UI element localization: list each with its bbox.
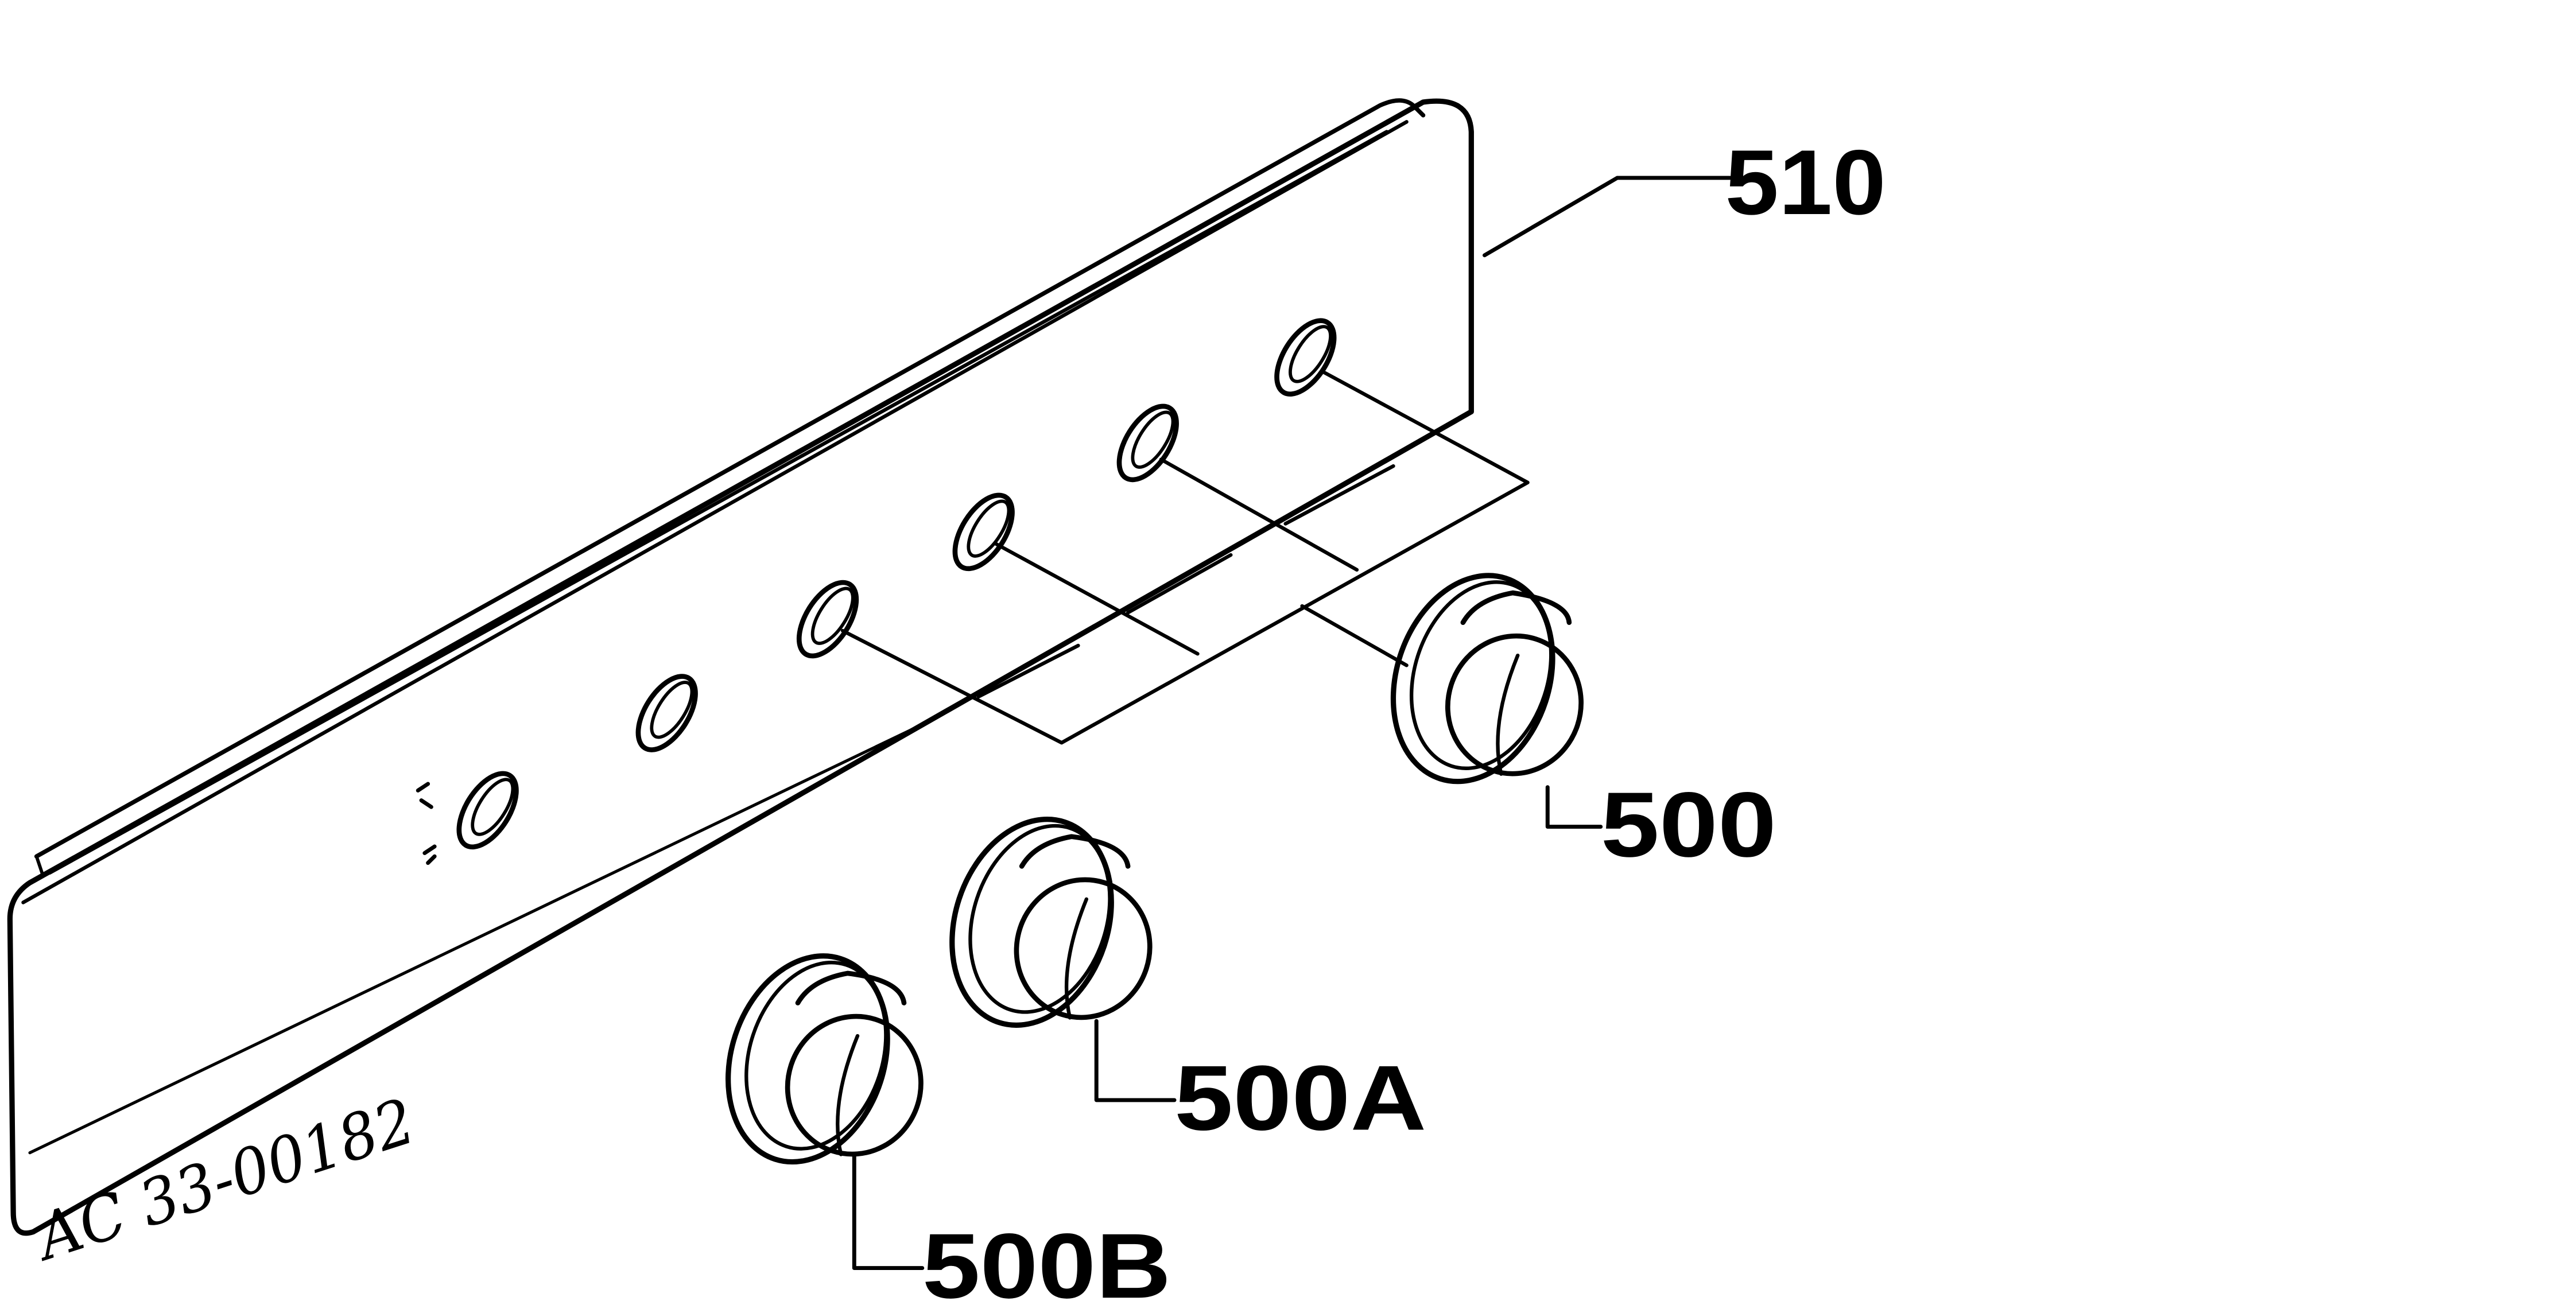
label-500B: 500B bbox=[922, 1215, 1171, 1301]
label-500A: 500A bbox=[1174, 1047, 1426, 1149]
panel-hole bbox=[952, 492, 1015, 572]
knob-500A bbox=[949, 817, 1153, 1028]
knob-500B bbox=[726, 953, 924, 1165]
leader-lines bbox=[852, 176, 1732, 1271]
label-500: 500 bbox=[1601, 774, 1776, 876]
leader-line-500B bbox=[852, 1154, 925, 1271]
drawing-code: AC 33-00182 bbox=[24, 1084, 423, 1275]
label-510: 510 bbox=[1725, 131, 1886, 234]
assembly-lines bbox=[840, 370, 1530, 745]
leader-line-510 bbox=[1482, 176, 1732, 258]
panel-hole bbox=[456, 771, 519, 850]
panel-hole bbox=[796, 580, 859, 659]
leader-line-500A bbox=[1094, 1019, 1177, 1102]
knob-500 bbox=[1390, 573, 1584, 785]
leader-line-500 bbox=[1545, 785, 1603, 829]
panel-hole bbox=[1274, 318, 1337, 397]
panel-holes bbox=[416, 318, 1337, 865]
control-panel-510 bbox=[7, 98, 1474, 1236]
panel-hole bbox=[1116, 403, 1179, 483]
panel-hole bbox=[635, 674, 698, 752]
